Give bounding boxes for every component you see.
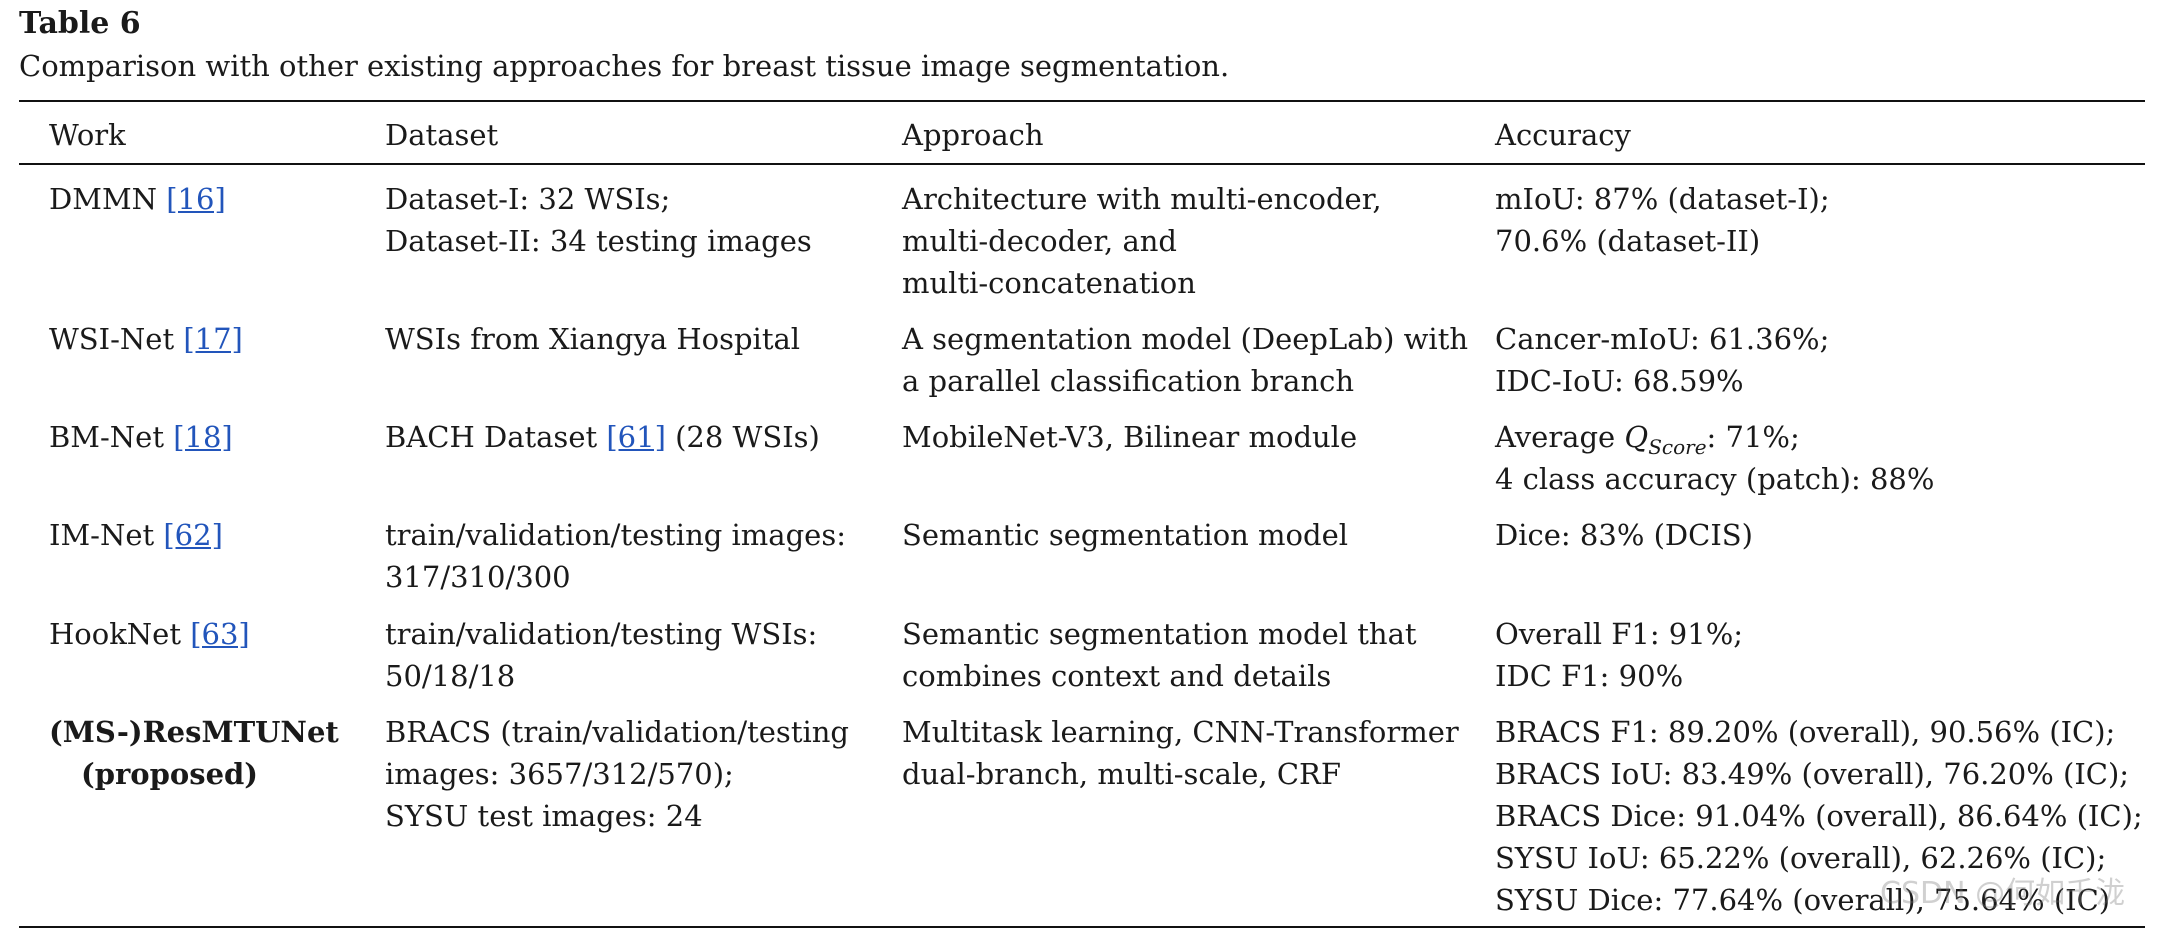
work-cell: BM-Net [18] (49, 416, 233, 458)
dataset-line: BACH Dataset [61] (28 WSIs) (385, 416, 820, 458)
approach-cell: MobileNet-V3, Bilinear module (902, 416, 1357, 458)
dataset-line: images: 3657/312/570); (385, 757, 734, 791)
dataset-cell: train/validation/testing images: 317/310… (385, 514, 846, 598)
accuracy-line: SYSU Dice: 77.64% (overall), 75.64% (IC) (1495, 883, 2111, 917)
accuracy-line: mIoU: 87% (dataset-I); (1495, 182, 1830, 216)
dataset-cell: WSIs from Xiangya Hospital (385, 318, 800, 360)
header-dataset: Dataset (385, 118, 499, 152)
approach-cell: Semantic segmentation model (902, 514, 1348, 556)
accuracy-line: BRACS Dice: 91.04% (overall), 86.64% (IC… (1495, 799, 2143, 833)
approach-line: Architecture with multi-encoder, (902, 182, 1382, 216)
work-name: BM-Net (49, 420, 164, 454)
accuracy-line: Average QScore: 71%; (1495, 416, 1934, 459)
work-name: (MS-)ResMTUNet (49, 715, 339, 749)
work-cell: IM-Net [62] (49, 514, 223, 556)
accuracy-line: Overall F1: 91%; (1495, 617, 1744, 651)
accuracy-line: SYSU IoU: 65.22% (overall), 62.26% (IC); (1495, 841, 2107, 875)
dataset-text: (28 WSIs) (675, 420, 820, 454)
dataset-line: BRACS (train/validation/testing (385, 715, 849, 749)
reference-link[interactable]: [61] (606, 420, 666, 454)
work-cell: (MS-)ResMTUNet (proposed) (49, 711, 339, 795)
work-cell: HookNet [63] (49, 613, 250, 655)
header-rule (19, 163, 2145, 165)
approach-line: Semantic segmentation model that (902, 617, 1417, 651)
top-rule (19, 100, 2145, 102)
dataset-cell: BRACS (train/validation/testing images: … (385, 711, 849, 837)
dataset-cell: Dataset-I: 32 WSIs; Dataset-II: 34 testi… (385, 178, 812, 262)
header-row: Work Dataset Approach Accuracy (0, 114, 2183, 156)
dataset-line: 317/310/300 (385, 560, 571, 594)
accuracy-cell: Average QScore: 71%; 4 class accuracy (p… (1495, 416, 1934, 500)
bottom-rule (19, 926, 2145, 928)
work-name: IM-Net (49, 518, 155, 552)
dataset-line: 50/18/18 (385, 659, 516, 693)
work-name: HookNet (49, 617, 181, 651)
accuracy-cell: Overall F1: 91%; IDC F1: 90% (1495, 613, 1743, 697)
table-caption: Comparison with other existing approache… (19, 49, 1230, 83)
q-score-symbol: QScore (1624, 420, 1707, 459)
approach-cell: A segmentation model (DeepLab) with a pa… (902, 318, 1468, 402)
accuracy-line: Cancer-mIoU: 61.36%; (1495, 322, 1830, 356)
approach-line: multi-decoder, and (902, 224, 1177, 258)
accuracy-line: 70.6% (dataset-II) (1495, 224, 1761, 258)
approach-line: MobileNet-V3, Bilinear module (902, 420, 1358, 454)
accuracy-cell: Cancer-mIoU: 61.36%; IDC-IoU: 68.59% (1495, 318, 1829, 402)
dataset-line: train/validation/testing WSIs: (385, 617, 818, 651)
header-work: Work (49, 118, 126, 152)
approach-line: Semantic segmentation model (902, 518, 1349, 552)
accuracy-text: Average (1495, 420, 1616, 454)
approach-line: A segmentation model (DeepLab) with (902, 322, 1469, 356)
table-title: Table 6 (19, 6, 141, 41)
accuracy-line: BRACS IoU: 83.49% (overall), 76.20% (IC)… (1495, 757, 2130, 791)
accuracy-cell: Dice: 83% (DCIS) (1495, 514, 1753, 556)
reference-link[interactable]: [17] (183, 322, 243, 356)
reference-link[interactable]: [18] (173, 420, 233, 454)
reference-link[interactable]: [16] (166, 182, 226, 216)
accuracy-line: BRACS F1: 89.20% (overall), 90.56% (IC); (1495, 715, 2116, 749)
work-cell: DMMN [16] (49, 178, 226, 220)
dataset-text: BACH Dataset (385, 420, 598, 454)
dataset-line: WSIs from Xiangya Hospital (385, 322, 801, 356)
accuracy-cell: mIoU: 87% (dataset-I); 70.6% (dataset-II… (1495, 178, 1830, 262)
approach-line: combines context and details (902, 659, 1332, 693)
approach-cell: Semantic segmentation model that combine… (902, 613, 1417, 697)
dataset-cell: train/validation/testing WSIs: 50/18/18 (385, 613, 817, 697)
dataset-line: Dataset-II: 34 testing images (385, 224, 812, 258)
dataset-line: Dataset-I: 32 WSIs; (385, 182, 671, 216)
approach-line: dual-branch, multi-scale, CRF (902, 757, 1341, 791)
accuracy-line: IDC-IoU: 68.59% (1495, 364, 1744, 398)
approach-line: a parallel classification branch (902, 364, 1355, 398)
dataset-line: train/validation/testing images: (385, 518, 846, 552)
approach-cell: Multitask learning, CNN-Transformer dual… (902, 711, 1459, 795)
approach-cell: Architecture with multi-encoder, multi-d… (902, 178, 1382, 304)
work-name: WSI-Net (49, 322, 175, 356)
header-accuracy: Accuracy (1495, 118, 1631, 152)
accuracy-line: 4 class accuracy (patch): 88% (1495, 462, 1935, 496)
work-name-proposed: (proposed) (81, 757, 259, 791)
work-name: DMMN (49, 182, 158, 216)
accuracy-text: : 71%; (1706, 420, 1800, 454)
dataset-line: SYSU test images: 24 (385, 799, 703, 833)
dataset-cell: BACH Dataset [61] (28 WSIs) (385, 416, 820, 458)
accuracy-cell: BRACS F1: 89.20% (overall), 90.56% (IC);… (1495, 711, 2143, 921)
approach-line: multi-concatenation (902, 266, 1196, 300)
header-approach: Approach (902, 118, 1044, 152)
reference-link[interactable]: [62] (163, 518, 223, 552)
approach-line: Multitask learning, CNN-Transformer (902, 715, 1459, 749)
accuracy-line: Dice: 83% (DCIS) (1495, 518, 1753, 552)
reference-link[interactable]: [63] (190, 617, 250, 651)
work-cell: WSI-Net [17] (49, 318, 243, 360)
watermark: CSDN @何如千泷 (1880, 876, 2126, 911)
accuracy-line: IDC F1: 90% (1495, 659, 1684, 693)
